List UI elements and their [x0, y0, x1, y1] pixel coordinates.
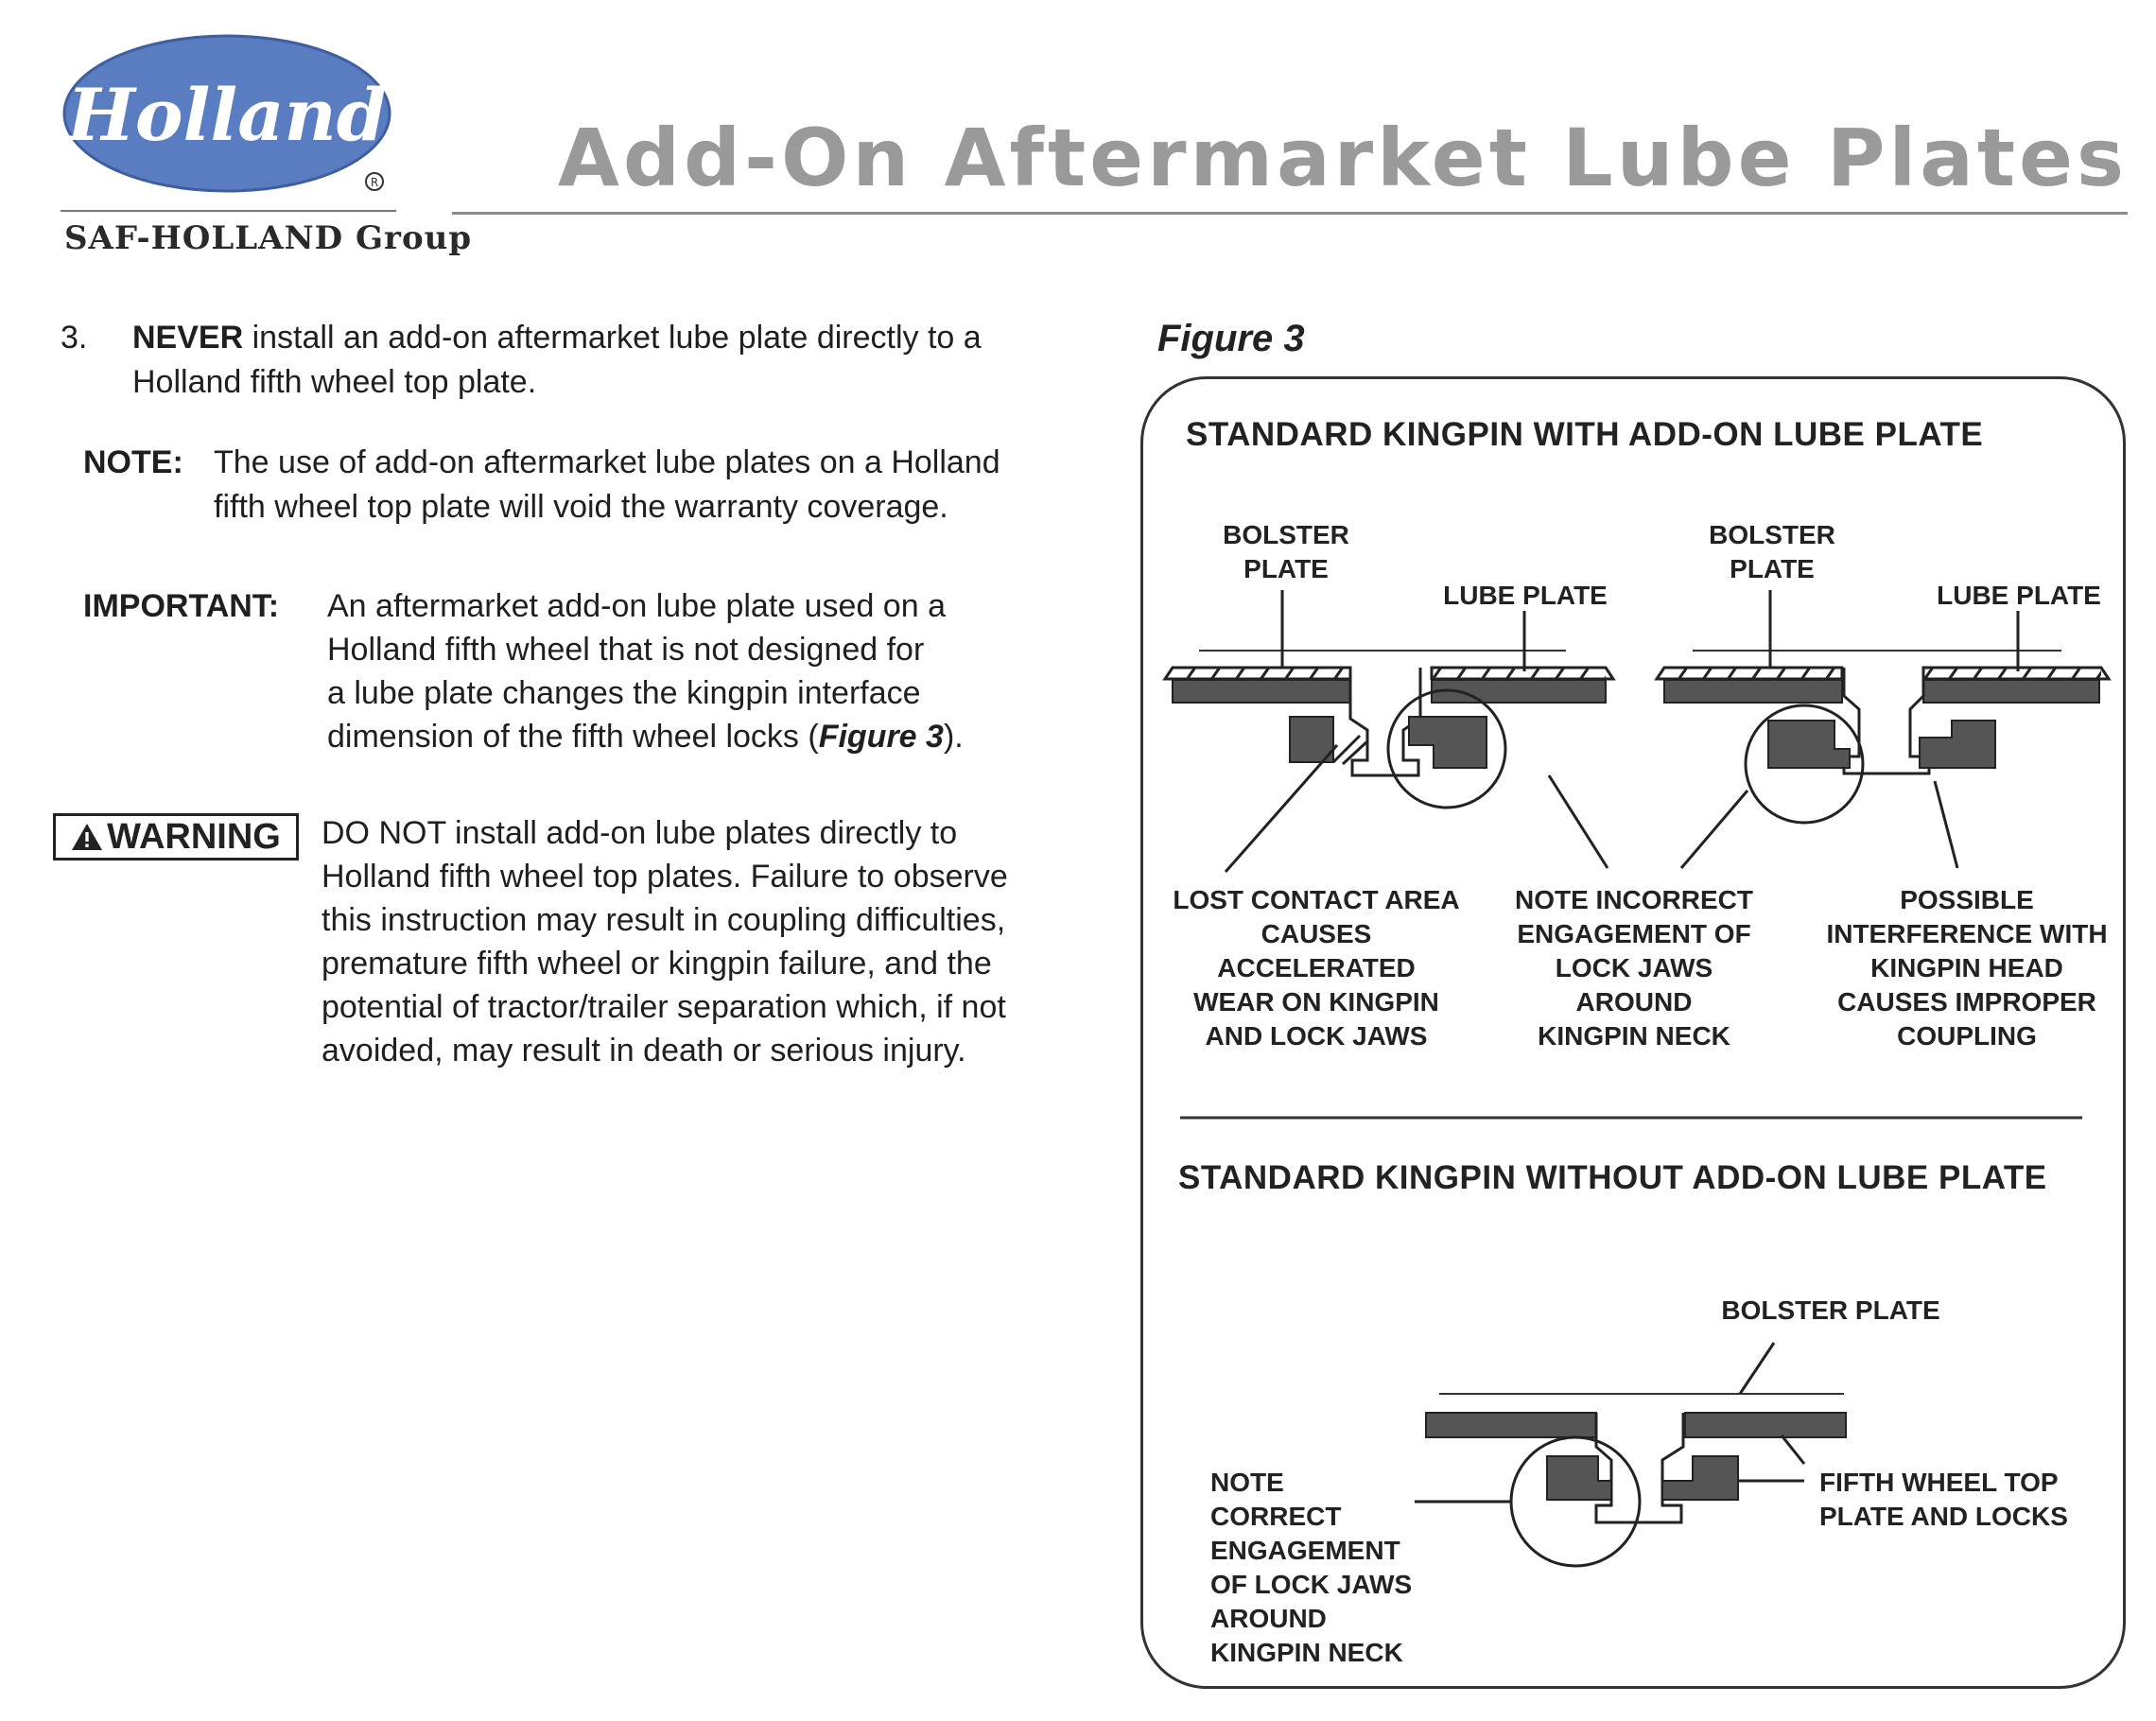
label-incorrect-engagement: NOTE INCORRECT ENGAGEMENT OF LOCK JAWS A…: [1515, 885, 1753, 1051]
brand-divider: [61, 210, 396, 212]
label-bolster-plate: BOLSTER PLATE: [1721, 1295, 1940, 1325]
figure-reference: Figure 3: [818, 719, 944, 755]
warning-line: DO NOT install add-on lube plates direct…: [322, 815, 958, 851]
label-lost-contact: LOST CONTACT AREA CAUSES ACCELERATED WEA…: [1173, 885, 1460, 1051]
warning-line: avoided, may result in death or serious …: [322, 1033, 966, 1069]
diagram-c-correct: [1415, 1342, 1847, 1568]
label-lube-plate: LUBE PLATE: [1443, 581, 1608, 610]
warning-line: potential of tractor/trailer separation …: [322, 989, 1006, 1025]
warning-triangle-icon: [72, 824, 103, 850]
important-line3: a lube plate changes the kingpin interfa…: [327, 675, 921, 711]
never-emphasis: NEVER: [132, 320, 244, 356]
section-title-without-lube: STANDARD KINGPIN WITHOUT ADD-ON LUBE PLA…: [1178, 1159, 2047, 1196]
step3-line2: Holland fifth wheel top plate.: [132, 364, 537, 400]
label-bolster-plate: BOLSTER PLATE: [1709, 520, 1835, 583]
holland-logo: Holland R: [62, 34, 391, 193]
warning-line: Holland fifth wheel top plates. Failure …: [322, 859, 1008, 895]
step-number: 3.: [61, 320, 88, 356]
figure-caption: Figure 3: [1157, 318, 1305, 359]
diagram-b-interference: [1654, 590, 2112, 869]
warning-line: premature fifth wheel or kingpin failure…: [322, 946, 992, 982]
label-possible-interference: POSSIBLE INTERFERENCE WITH KINGPIN HEAD …: [1826, 885, 2108, 1051]
note-line1: The use of add-on aftermarket lube plate…: [214, 444, 1000, 480]
section-title-with-lube: STANDARD KINGPIN WITH ADD-ON LUBE PLATE: [1186, 416, 1984, 453]
title-divider: [452, 212, 2128, 215]
svg-text:Holland: Holland: [65, 73, 387, 157]
important-line2: Holland fifth wheel that is not designed…: [327, 632, 925, 668]
diagram-a-lost-contact: [1162, 590, 1616, 873]
important-line4: dimension of the fifth wheel locks (Figu…: [327, 715, 964, 759]
important-line1: An aftermarket add-on lube plate used on…: [327, 588, 946, 624]
label-fifth-wheel-top: FIFTH WHEEL TOP PLATE AND LOCKS: [1819, 1468, 2068, 1531]
warning-label: WARNING: [107, 816, 281, 857]
step3-line1-text: install an add-on aftermarket lube plate…: [243, 320, 982, 356]
brand-subtitle: SAF-HOLLAND Group: [64, 219, 473, 257]
warning-badge: WARNING: [53, 813, 299, 860]
svg-text:R: R: [371, 176, 378, 189]
label-correct-engagement: NOTE CORRECT ENGAGEMENT OF LOCK JAWS ARO…: [1210, 1468, 1413, 1667]
note-line2: fifth wheel top plate will void the warr…: [214, 489, 948, 525]
important-line4-pre: dimension of the fifth wheel locks (: [327, 719, 819, 755]
page-title: Add-On Aftermarket Lube Plates: [557, 112, 2128, 204]
important-label: IMPORTANT:: [83, 588, 280, 624]
important-line4-post: ).: [943, 719, 964, 755]
note-label: NOTE:: [83, 444, 183, 480]
figure-frame: [1140, 376, 2126, 1689]
warning-line: this instruction may result in coupling …: [322, 902, 1006, 938]
label-bolster-plate: BOLSTER PLATE: [1223, 520, 1349, 583]
label-lube-plate: LUBE PLATE: [1937, 581, 2101, 610]
step3-line1: NEVER install an add-on aftermarket lube…: [132, 316, 1002, 360]
